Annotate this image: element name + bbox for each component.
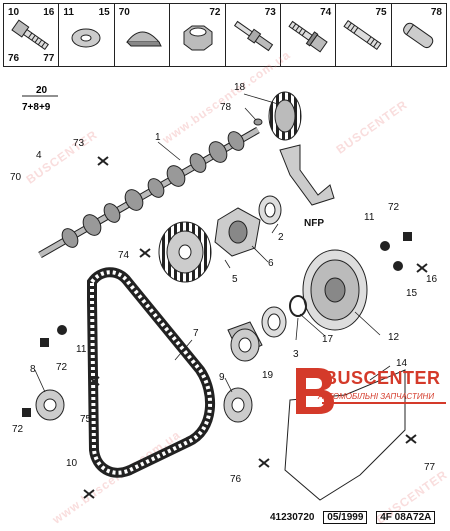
washer-icon [71, 28, 101, 48]
legend-label: 75 [375, 7, 387, 18]
legend-cell-stud: 73 [224, 4, 280, 66]
dowel-pin [253, 118, 263, 126]
ref-bottom: 7+8+9 [22, 102, 51, 113]
label-14: 14 [396, 358, 408, 369]
legend-label: 73 [264, 7, 276, 18]
o-ring [289, 295, 307, 317]
label-4: 4 [36, 150, 42, 161]
legend-cell-flange-bolt: 74 [279, 4, 335, 66]
label-7: 7 [193, 328, 199, 339]
stud-icon [233, 20, 273, 52]
leader-lines [34, 93, 391, 393]
legend-label: 78 [430, 7, 442, 18]
label-11-left: 11 [76, 344, 87, 355]
legend-cell-nut: 72 [169, 4, 224, 66]
label-74: 74 [118, 250, 130, 261]
oil-seal-bore [264, 202, 276, 218]
label-3: 3 [293, 349, 299, 360]
label-9: 9 [219, 372, 225, 383]
buscenter-logo [296, 368, 446, 414]
legend-label: 77 [43, 53, 55, 64]
label-10: 10 [66, 458, 78, 469]
legend-cell-bolt: 10 16 76 77 [4, 4, 58, 66]
label-72-right: 72 [388, 202, 400, 213]
pump-gear [268, 91, 302, 141]
logo-name: BUSCENTER [324, 368, 441, 388]
logo-tagline: АВТОМОБІЛЬНІ ЗАПЧАСТИНИ [318, 392, 435, 401]
timing-belt [87, 267, 216, 478]
label-1: 1 [155, 132, 161, 143]
label-2: 2 [278, 232, 284, 243]
fastener-markers [83, 156, 428, 499]
label-75: 75 [80, 414, 92, 425]
label-12: 12 [388, 332, 400, 343]
legend-label: 11 [63, 7, 74, 18]
timing-belt-exploded-diagram: 20 7+8+9 [10, 82, 438, 501]
label-15: 15 [406, 288, 418, 299]
timing-cover [284, 369, 406, 501]
bearing-housing [214, 207, 261, 257]
legend-cell-key: 70 [113, 4, 169, 66]
drawing-ref: 4F 08A72A [376, 511, 436, 524]
legend-cell-dowel: 78 [390, 4, 446, 66]
camshaft [38, 126, 260, 259]
fastener-legend: 10 16 76 77 11 15 70 72 [3, 3, 447, 67]
label-70: 70 [10, 172, 22, 183]
label-nfp: NFP [304, 218, 324, 229]
label-8: 8 [30, 364, 36, 375]
bolt-icon [11, 19, 49, 51]
label-72-bottom: 72 [12, 424, 24, 435]
legend-label: 74 [320, 7, 332, 18]
legend-label: 10 [8, 7, 20, 18]
label-73: 73 [73, 138, 85, 149]
drawing-code: 41230720 [270, 512, 315, 523]
label-16: 16 [426, 274, 438, 285]
timing-belt-teeth [90, 270, 213, 475]
legend-label: 72 [209, 7, 221, 18]
nut-icon [183, 25, 213, 51]
drawing-reference: 41230720 05/1999 4F 08A72A [270, 511, 441, 524]
label-11-right: 11 [364, 212, 375, 223]
label-77: 77 [424, 462, 436, 473]
label-6: 6 [268, 258, 274, 269]
label-78: 78 [220, 102, 232, 113]
bracket-nfp [279, 144, 335, 206]
label-5: 5 [232, 274, 238, 285]
dowel-pin-icon [402, 22, 433, 49]
threaded-stud-icon [343, 19, 382, 51]
legend-label: 70 [118, 7, 130, 18]
label-72-left: 72 [56, 362, 68, 373]
roller-8 [35, 389, 65, 421]
legend-cell-washer: 11 15 [58, 4, 113, 66]
tensioner-roller [223, 387, 253, 423]
legend-label: 76 [8, 53, 20, 64]
label-76: 76 [230, 474, 242, 485]
flange-bolt-icon [288, 20, 328, 53]
crankshaft-pulley [302, 249, 368, 331]
drawing-date: 05/1999 [323, 511, 368, 524]
label-19: 19 [262, 370, 274, 381]
legend-label: 15 [98, 7, 110, 18]
label-18: 18 [234, 82, 246, 93]
washer-markers [22, 232, 412, 417]
woodruff-key-icon [125, 31, 162, 47]
idler-pulley [227, 321, 263, 362]
legend-label: 16 [43, 7, 55, 18]
camshaft-pulley [158, 221, 212, 283]
legend-cell-threaded-stud: 75 [335, 4, 390, 66]
label-17: 17 [322, 334, 334, 345]
seal-ring-bore [267, 313, 281, 331]
ref-top: 20 [36, 85, 48, 96]
